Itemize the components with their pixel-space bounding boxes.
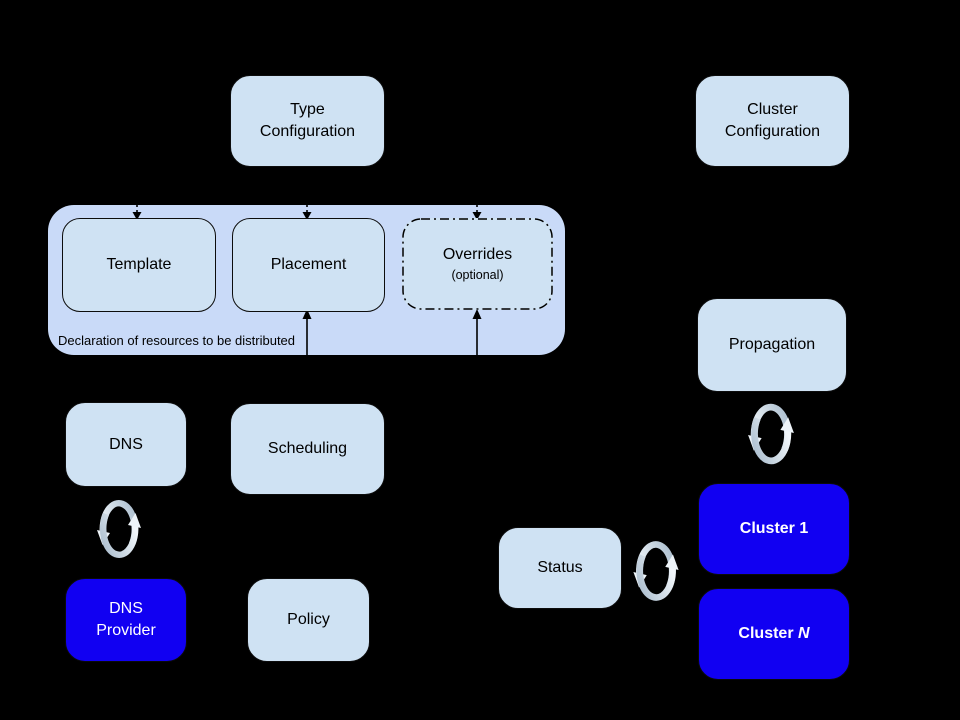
- node-label: Scheduling: [267, 440, 348, 458]
- node-label: Cluster Configuration: [724, 101, 821, 140]
- sync-icon: [630, 534, 682, 608]
- sync-icon: [746, 396, 796, 472]
- node-label: Cluster 1: [739, 520, 809, 538]
- node-status: Status: [498, 527, 622, 609]
- node-label: Policy: [287, 611, 330, 629]
- node-cluster-configuration: Cluster Configuration: [695, 75, 850, 167]
- node-label: Overrides: [442, 246, 513, 264]
- node-sublabel: (optional): [451, 267, 504, 282]
- node-label: Template: [106, 256, 172, 274]
- node-label: Propagation: [728, 336, 816, 354]
- node-overrides: Overrides (optional): [402, 218, 553, 310]
- node-label: DNS: [109, 435, 143, 453]
- node-dns-provider: DNS Provider: [65, 578, 187, 662]
- node-label: Type Configuration: [259, 101, 356, 140]
- node-placement: Placement: [232, 218, 385, 312]
- node-label: Cluster N: [738, 625, 810, 643]
- node-type-configuration: Type Configuration: [230, 75, 385, 167]
- node-scheduling: Scheduling: [230, 403, 385, 495]
- sync-icon: [95, 492, 143, 566]
- node-cluster-n: Cluster N: [698, 588, 850, 680]
- node-cluster-1: Cluster 1: [698, 483, 850, 575]
- node-dns: DNS: [65, 402, 187, 487]
- node-policy: Policy: [247, 578, 370, 662]
- node-propagation: Propagation: [697, 298, 847, 392]
- container-caption: Declaration of resources to be distribut…: [58, 333, 296, 348]
- node-template: Template: [62, 218, 216, 312]
- node-label: DNS Provider: [96, 600, 156, 639]
- node-label: Placement: [270, 256, 347, 274]
- node-label: Status: [537, 559, 583, 577]
